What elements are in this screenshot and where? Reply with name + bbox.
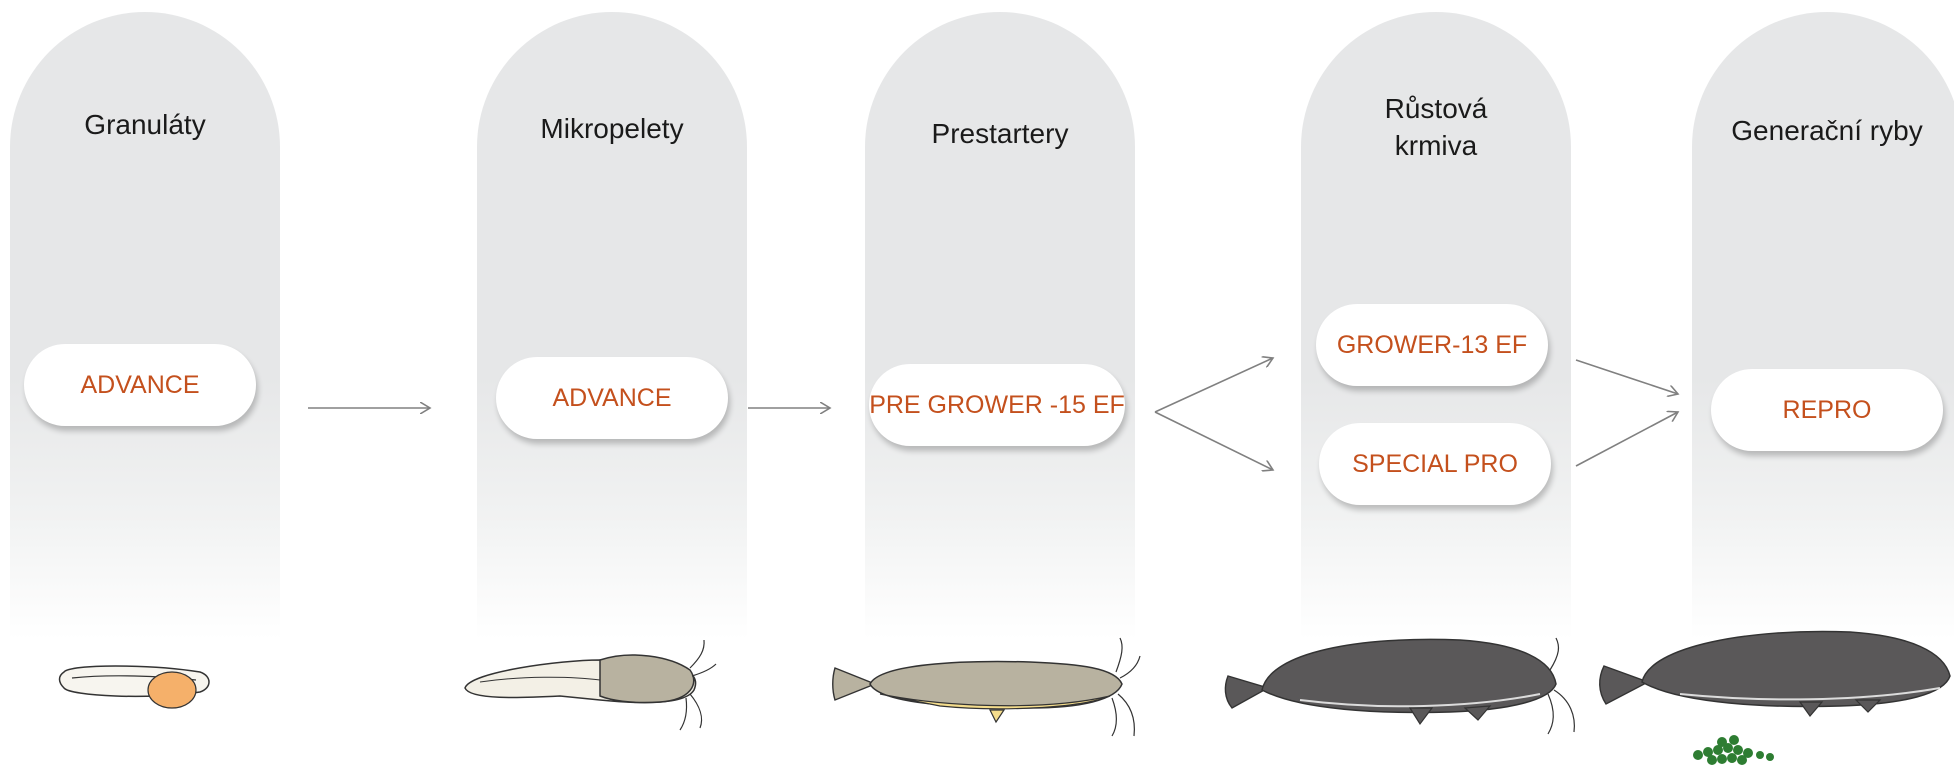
fish-eggs-icon bbox=[1693, 735, 1774, 765]
arrow-special-to-repro bbox=[1576, 412, 1678, 466]
fry-fish-icon bbox=[833, 638, 1140, 736]
arrow-grower-to-repro bbox=[1576, 360, 1678, 394]
grower-catfish-icon bbox=[1225, 638, 1574, 734]
arrow-prestartery-to-grower bbox=[1155, 358, 1273, 412]
broodstock-catfish-icon bbox=[1600, 631, 1950, 716]
larva-fish-icon bbox=[60, 666, 210, 708]
juvenile-fish-icon bbox=[465, 640, 716, 730]
arrow-prestartery-to-special bbox=[1155, 412, 1273, 470]
